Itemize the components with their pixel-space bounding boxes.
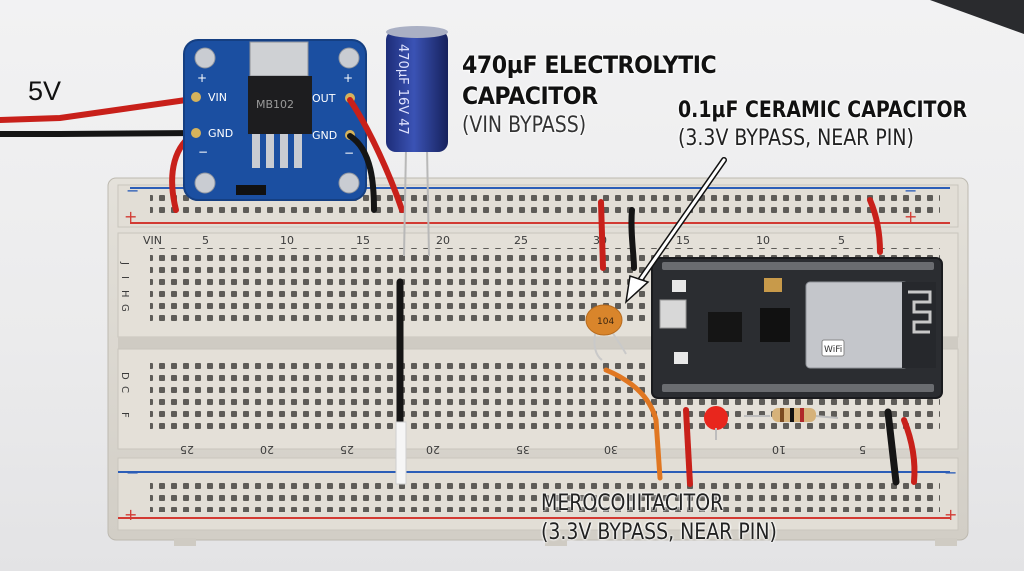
col-num: VIN [143, 234, 162, 247]
electrolytic-capacitor: 470µF 16V 47 [386, 26, 448, 257]
col-num: 20 [426, 443, 440, 456]
row-letters: J I H G D C F [119, 261, 130, 418]
col-num: 35 [516, 443, 530, 456]
row-letter: H [119, 290, 130, 298]
regulator-chip-label: MB102 [256, 98, 294, 111]
pin-gnd-left-label: GND [208, 127, 233, 140]
rail-minus-bottom-right: − [944, 463, 957, 482]
regulator-plus-right: + [343, 71, 353, 85]
laptop-corner [930, 0, 1024, 34]
electrolytic-title: 470µF ELECTROLYTIC [462, 51, 717, 79]
regulator-output-wires [347, 97, 405, 213]
ground-jumper [395, 278, 407, 485]
rail-minus-top-right: − [904, 181, 917, 200]
pin-out-label: OUT [312, 92, 336, 105]
led-and-resistor [704, 406, 839, 440]
supply-wires [0, 95, 203, 213]
col-num: 10 [756, 234, 770, 247]
regulator-minus-right: − [344, 146, 354, 160]
col-num: 15 [356, 234, 370, 247]
col-num: 25 [340, 443, 354, 456]
row-letter: F [119, 412, 130, 418]
row-letter: D [119, 372, 130, 380]
col-num: 10 [772, 443, 786, 456]
ceramic-capacitor-code: 104 [597, 317, 614, 327]
col-num: 15 [676, 234, 690, 247]
column-numbers-top: VIN 5 10 15 20 25 30 15 10 5 [143, 234, 845, 247]
rail-plus-top-left: + [124, 207, 137, 226]
electrolytic-note: (VIN BYPASS) [462, 113, 587, 138]
rail-plus-bottom-left: + [124, 505, 137, 524]
esp-module: WiFi [651, 257, 943, 399]
arrow-indicator [624, 157, 727, 304]
col-num: 10 [280, 234, 294, 247]
col-num: 5 [859, 443, 866, 456]
power-input-label: 5V [28, 76, 62, 106]
rail-minus-bottom-left: − [126, 463, 139, 482]
merocapacitor-title: MEROCOIIITACITOR [541, 491, 724, 516]
pin-gnd-right-label: GND [312, 129, 337, 142]
ceramic-title: 0.1µF CERAMIC CAPACITOR [678, 98, 968, 123]
regulator-minus-left: − [198, 145, 208, 159]
row-letter: J [119, 261, 130, 265]
rail-plus-bottom-right: + [944, 505, 957, 524]
electrolytic-title-line2: CAPACITOR [462, 82, 598, 110]
col-num: 20 [436, 234, 450, 247]
ceramic-note: (3.3V BYPASS, NEAR PIN) [678, 126, 914, 151]
col-num: 25 [514, 234, 528, 247]
regulator-plus-left: + [197, 71, 207, 85]
col-num: 20 [260, 443, 274, 456]
col-num: 5 [838, 234, 845, 247]
col-num: 5 [202, 234, 209, 247]
pin-vin-label: VIN [208, 91, 227, 104]
rail-plus-top-right: + [904, 207, 917, 226]
wifi-logo-text: WiFi [824, 345, 842, 355]
col-num: 25 [180, 443, 194, 456]
jumper-wires [598, 197, 918, 487]
row-letter: G [119, 304, 130, 312]
column-numbers-bottom: 25 20 25 20 35 30 10 5 [180, 443, 866, 456]
col-num: 30 [604, 443, 618, 456]
row-letter: I [119, 276, 130, 279]
merocapacitor-note: (3.3V BYPASS, NEAR PIN) [541, 520, 777, 545]
rail-minus-top-left: − [126, 181, 139, 200]
row-letter: C [119, 386, 130, 393]
ceramic-capacitor: 104 [585, 304, 627, 361]
capacitor-body-print: 470µF 16V 47 [395, 44, 410, 135]
regulator-board: MB102 VIN GND OUT GND + − + − [183, 39, 367, 201]
